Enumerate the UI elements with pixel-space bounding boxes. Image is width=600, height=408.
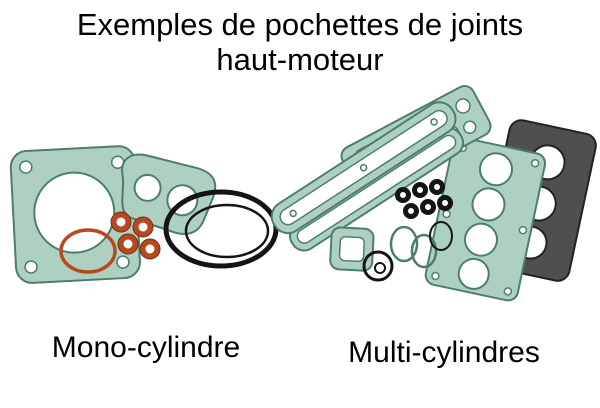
figure-title-line2: haut-moteur bbox=[216, 41, 384, 77]
caption-mono-cylindre: Mono-cylindre bbox=[51, 331, 241, 364]
cylinder-head-gasket bbox=[424, 136, 547, 302]
figure-title-line1: Exemples de pochettes de joints bbox=[76, 7, 524, 42]
mono-cylinder-gasket-set bbox=[9, 145, 279, 284]
valve-stem-seals bbox=[395, 179, 453, 219]
multi-cylinder-gasket-set bbox=[270, 85, 597, 302]
small-square-gasket bbox=[329, 226, 375, 272]
copper-washers bbox=[110, 211, 161, 260]
cylinder-base-gasket bbox=[9, 145, 141, 284]
copper-o-ring bbox=[59, 228, 117, 274]
caption-multi-cylindres: Multi-cylindres bbox=[348, 336, 540, 369]
figure-title: Exemples de pochettes de joints haut-mot… bbox=[0, 7, 600, 77]
valve-cover-gasket-2 bbox=[288, 127, 465, 252]
large-o-ring bbox=[163, 189, 279, 269]
grommet-seal bbox=[362, 250, 394, 282]
valve-cover-gasket-1 bbox=[270, 101, 457, 235]
thin-o-rings bbox=[389, 221, 453, 269]
